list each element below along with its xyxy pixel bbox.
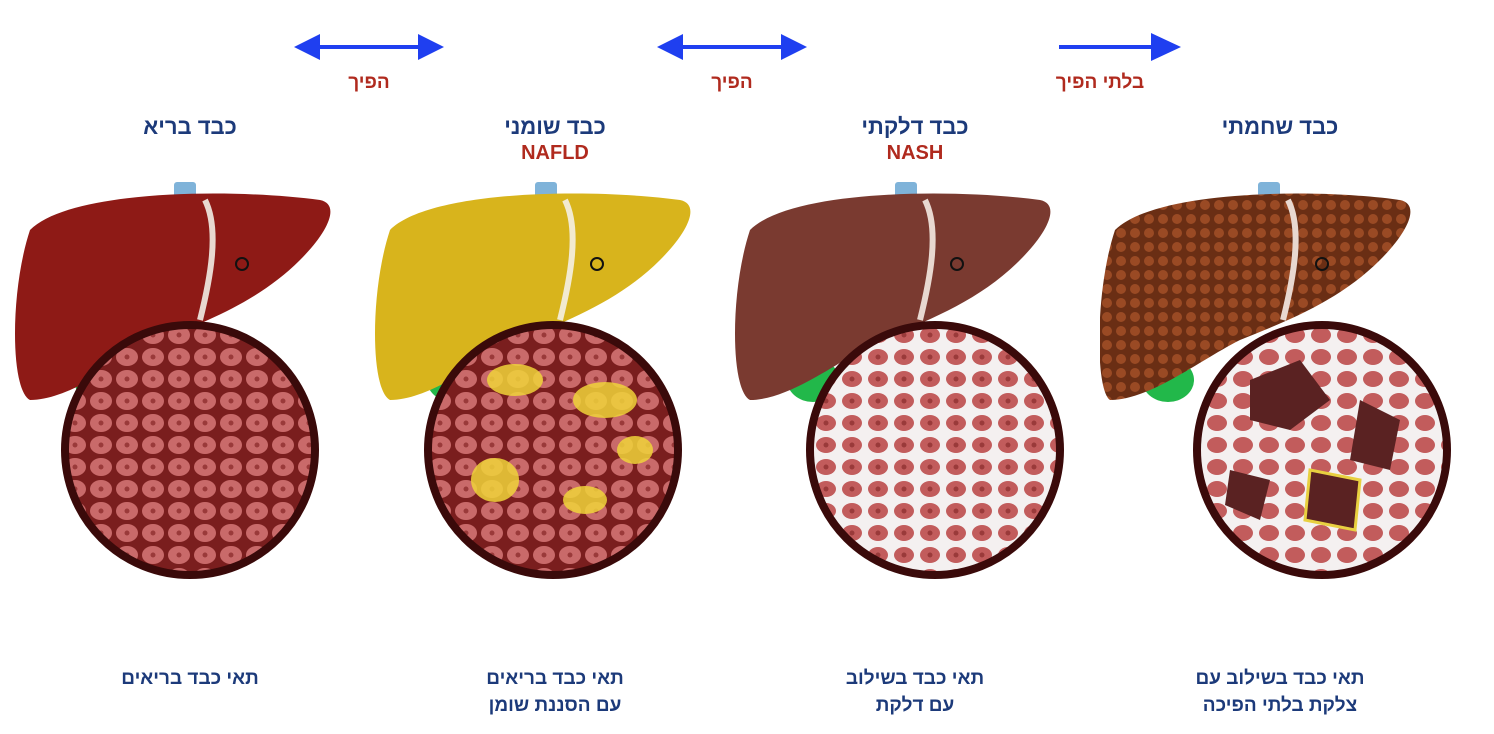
stage-code: NASH — [886, 142, 944, 164]
fatty-liver-illustration — [375, 182, 691, 579]
fat-deposits — [471, 364, 653, 514]
stage-title: כבד דלקתי — [861, 114, 969, 139]
stage-caption: תאי כבד בריאים עם הסננת שומן — [486, 668, 624, 716]
double-arrow-icon — [657, 34, 807, 60]
stage-fatty-liver: כבד שומני NAFLD תאי כבד בריאים עם הסננת … — [375, 110, 735, 716]
stage-caption: תאי כבד בריאים — [121, 668, 259, 689]
cell-magnifier — [1193, 321, 1451, 579]
arrow-reversible-1: הפיך — [284, 24, 454, 114]
double-arrow-icon — [294, 34, 444, 60]
stage-title: כבד בריא — [143, 114, 237, 139]
stage-title: כבד שחמתי — [1221, 114, 1339, 139]
arrow-irreversible: בלתי הפיך — [1015, 24, 1185, 114]
cell-magnifier — [806, 321, 1064, 579]
arrow-label: הפיך — [711, 72, 753, 93]
arrow-label: הפיך — [348, 72, 390, 93]
liver-shape — [15, 193, 331, 400]
stage-cirrhotic-liver: כבד שחמתי תאי כבד בשילוב עם צלקת בלתי — [1100, 110, 1460, 716]
liver-shape — [375, 193, 691, 400]
cell-magnifier — [61, 321, 319, 579]
liver-shape — [1100, 193, 1411, 400]
stage-caption: תאי כבד בשילוב עם דלקת — [845, 668, 985, 716]
arrow-reversible-2: הפיך — [647, 24, 817, 114]
liver-shape — [735, 193, 1051, 400]
right-arrow-icon — [1059, 33, 1181, 61]
arrow-label: בלתי הפיך — [1055, 72, 1145, 93]
stage-caption: תאי כבד בשילוב עם צלקת בלתי הפיכה — [1195, 668, 1365, 716]
scar-tissue — [1225, 360, 1400, 532]
stage-code: NAFLD — [521, 142, 589, 164]
inflamed-liver-illustration — [735, 182, 1064, 579]
cirrhotic-liver-illustration — [1100, 182, 1451, 579]
stage-healthy-liver: כבד בריא תאי כבד בריאים — [10, 110, 370, 710]
stage-inflamed-liver: כבד דלקתי NASH תאי כבד בשילוב עם דלקת — [735, 110, 1095, 716]
healthy-liver-illustration — [15, 182, 331, 579]
stage-title: כבד שומני — [504, 114, 606, 139]
